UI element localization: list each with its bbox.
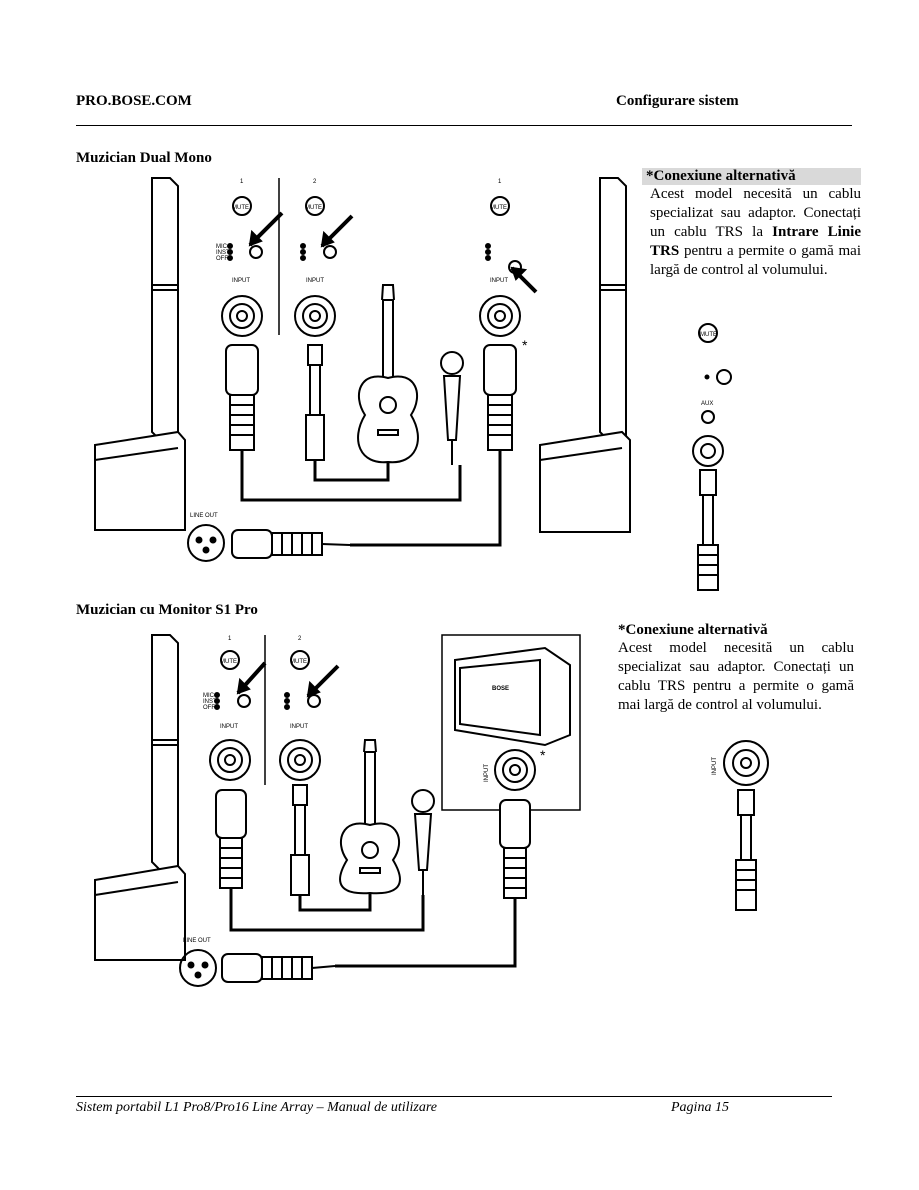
section2-note-text: Acest model necesită un cablu specializa… (618, 640, 854, 713)
channel2-panel-s2 (279, 650, 340, 781)
trs-cable-ch2-s2 (290, 784, 372, 912)
svg-text:LINE OUT: LINE OUT (183, 938, 211, 944)
s1-pro-monitor-box (441, 634, 581, 811)
section2-asterisk: * (540, 747, 546, 763)
channel1-panel (221, 196, 284, 337)
right-speaker-panel (479, 196, 538, 337)
svg-text:LINE OUT: LINE OUT (190, 513, 218, 519)
xlr-cable-ch1-s2 (215, 789, 425, 932)
microphone-icon-s2 (411, 789, 435, 895)
svg-text:1: 1 (240, 179, 244, 185)
svg-text:MUTE: MUTE (305, 205, 322, 211)
svg-text:1: 1 (498, 179, 502, 185)
acoustic-guitar-icon (357, 284, 419, 464)
header-section-title: Configurare sistem (616, 93, 739, 109)
line-out-jack (187, 524, 351, 562)
svg-text:2: 2 (313, 179, 317, 185)
svg-text:MUTE: MUTE (490, 205, 507, 211)
acoustic-guitar-icon-s2 (339, 739, 401, 895)
trs-cable-ch2 (305, 344, 390, 482)
svg-text:INPUT: INPUT (712, 757, 718, 775)
svg-text:INST: INST (203, 699, 217, 705)
svg-text:OFF: OFF (216, 256, 228, 262)
section2-title: Muzician cu Monitor S1 Pro (76, 602, 258, 618)
right-speaker-icon (539, 177, 631, 533)
speaker-icon-s2 (94, 634, 186, 961)
xlr-cable-s1-pro (335, 799, 531, 968)
svg-text:MUTE: MUTE (232, 205, 249, 211)
footer-page-number: Pagina 15 (671, 1100, 729, 1115)
header-site: PRO.BOSE.COM (76, 93, 192, 109)
svg-text:OFF: OFF (203, 705, 215, 711)
panel-labels-s1: 1 2 1 MUTE MUTE MUTE INPUT INPUT INPUT M… (190, 179, 717, 519)
panel-labels-s2: 1 2 MUTE MUTE INPUT INPUT MIC INST OFF L… (183, 636, 718, 944)
section2-note-title: *Conexiune alternativă (618, 622, 768, 638)
svg-text:INPUT: INPUT (484, 764, 490, 782)
svg-text:INPUT: INPUT (290, 724, 308, 730)
svg-text:MUTE: MUTE (220, 659, 237, 665)
footer-document-title: Sistem portabil L1 Pro8/Pro16 Line Array… (76, 1100, 438, 1115)
channel1-panel-s2 (209, 650, 267, 781)
svg-text:BOSE: BOSE (492, 686, 509, 692)
svg-text:INST: INST (216, 250, 230, 256)
line-out-jack-s2 (179, 949, 336, 987)
section1-note-text: Acest model necesită un cablu specializa… (650, 186, 862, 278)
section1-title: Muzician Dual Mono (76, 150, 212, 166)
section1-asterisk: * (522, 337, 528, 353)
section1-note-title: *Conexiune alternativă (642, 168, 861, 185)
left-speaker-icon (94, 177, 186, 531)
footer-rule (76, 1096, 832, 1097)
microphone-icon (440, 351, 464, 465)
svg-text:INPUT: INPUT (306, 278, 324, 284)
svg-text:INPUT: INPUT (232, 278, 250, 284)
xlr-cable-ch1 (225, 344, 462, 502)
section2-note: *Conexiune alternativă Acest model neces… (618, 622, 854, 715)
xlr-cable-right (350, 344, 517, 547)
svg-text:INPUT: INPUT (220, 724, 238, 730)
channel2-panel (294, 196, 354, 337)
alt-connection-trs-input (723, 740, 769, 911)
svg-text:MUTE: MUTE (700, 332, 717, 338)
svg-text:AUX: AUX (701, 401, 713, 407)
svg-text:1: 1 (228, 636, 232, 642)
header-rule (76, 125, 852, 126)
svg-text:MIC: MIC (216, 244, 228, 250)
svg-text:MUTE: MUTE (290, 659, 307, 665)
svg-text:MIC: MIC (203, 693, 215, 699)
alt-connection-trs-aux (692, 323, 732, 591)
section1-note: *Conexiune alternativă Acest model neces… (642, 168, 861, 280)
svg-text:INPUT: INPUT (490, 278, 508, 284)
svg-text:2: 2 (298, 636, 302, 642)
